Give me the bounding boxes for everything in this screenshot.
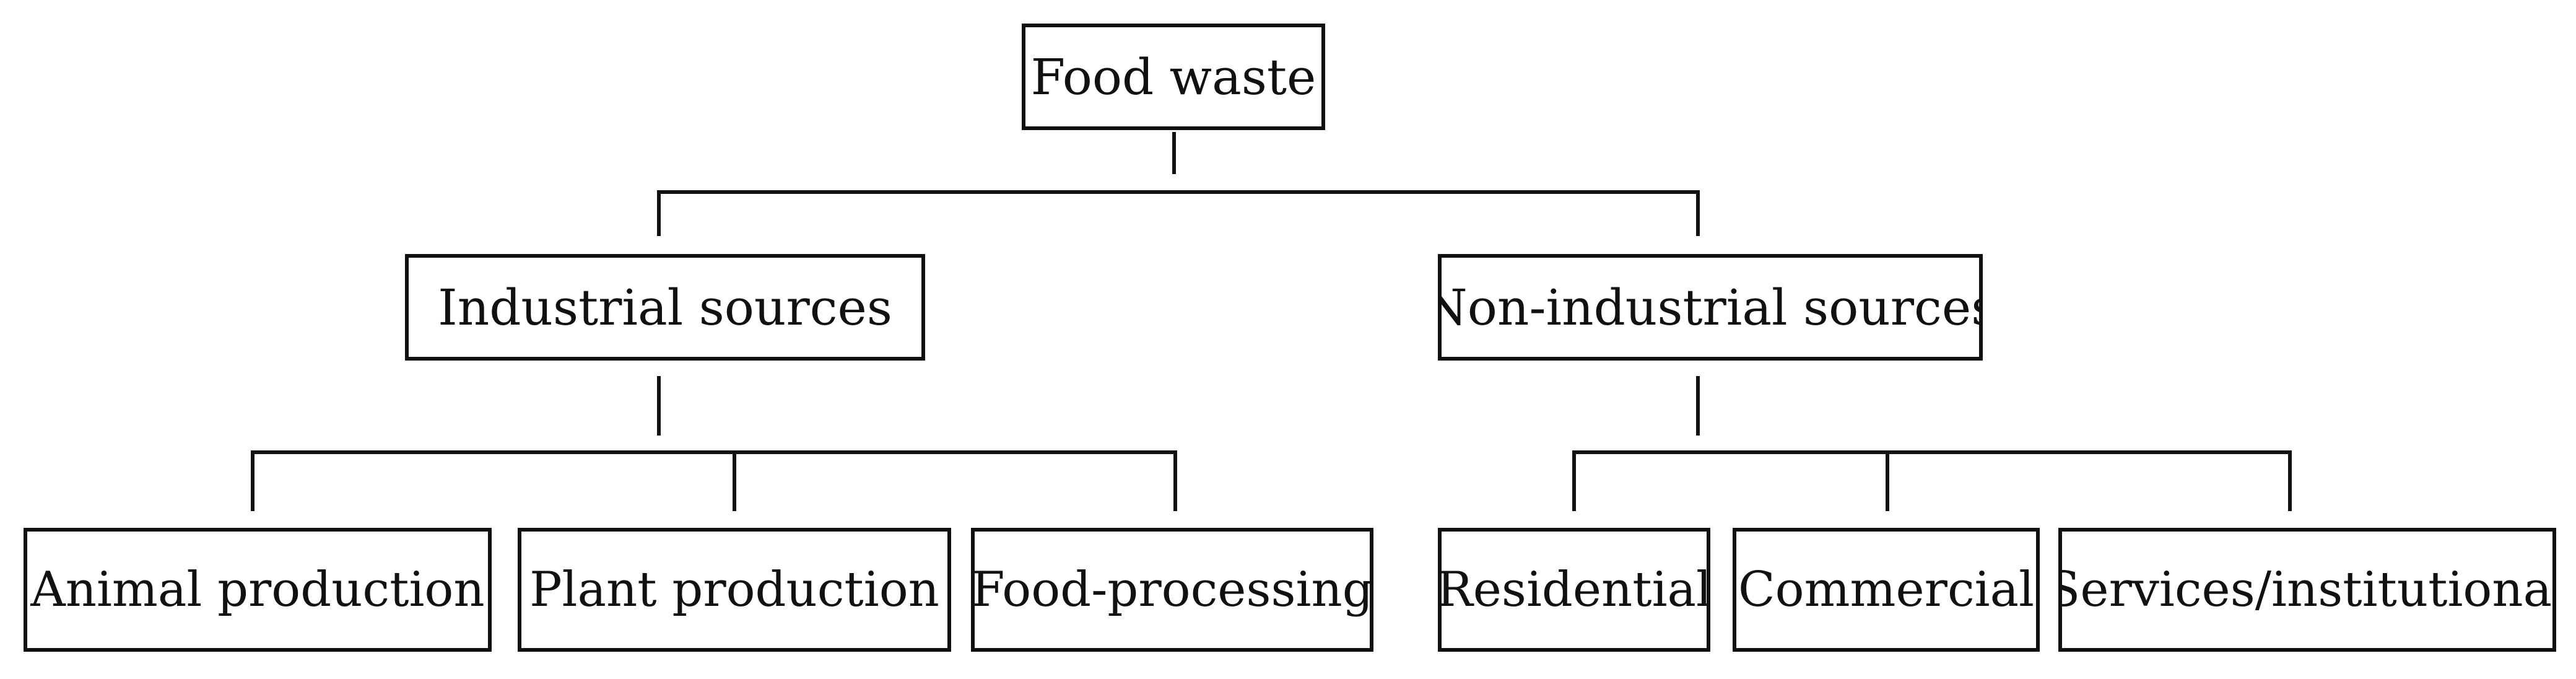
- node-services-institutional: Services/institutional: [2058, 528, 2556, 652]
- node-non-industrial-sources-label: Non-industrial sources: [1438, 278, 1983, 336]
- node-animal-production: Animal production: [24, 528, 492, 652]
- node-services-institutional-label: Services/institutional: [2058, 562, 2556, 618]
- node-food-waste-label: Food waste: [1030, 48, 1316, 106]
- node-food-processing-label: Food-processing: [971, 562, 1373, 618]
- node-food-processing: Food-processing: [971, 528, 1373, 652]
- node-commercial-label: Commercial: [1738, 562, 2035, 618]
- node-commercial: Commercial: [1733, 528, 2040, 652]
- node-plant-production: Plant production: [518, 528, 951, 652]
- node-industrial-sources: Industrial sources: [405, 254, 925, 361]
- node-industrial-sources-label: Industrial sources: [438, 278, 892, 336]
- node-animal-production-label: Animal production: [30, 562, 485, 618]
- node-residential: Residential: [1438, 528, 1710, 652]
- node-residential-label: Residential: [1438, 562, 1710, 618]
- node-plant-production-label: Plant production: [529, 562, 939, 618]
- node-food-waste: Food waste: [1022, 24, 1325, 130]
- node-non-industrial-sources: Non-industrial sources: [1438, 254, 1983, 361]
